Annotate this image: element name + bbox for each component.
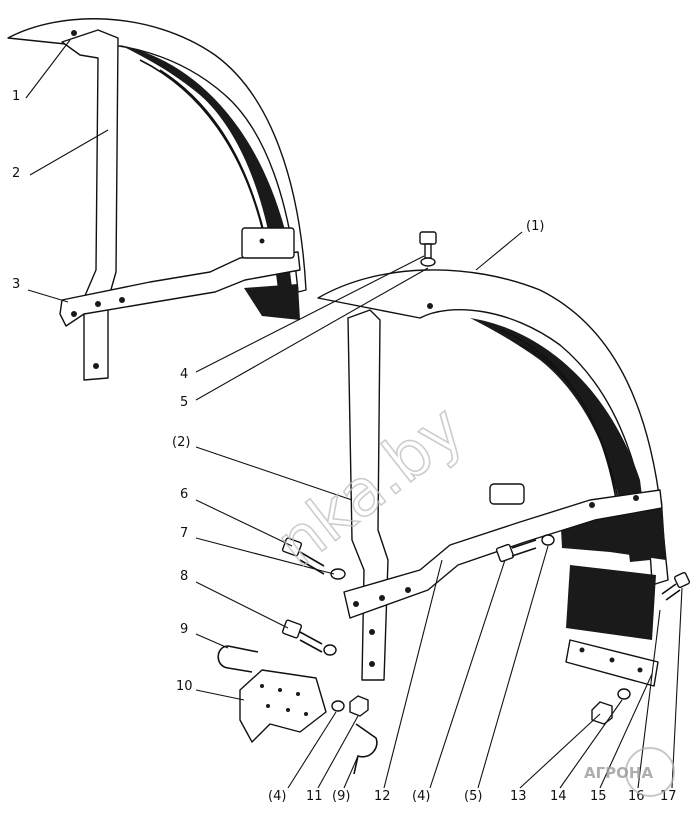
washer-7 [330, 568, 346, 580]
callout-14: 14 [550, 789, 567, 804]
callout-5-ref: (5) [464, 789, 482, 804]
small-fender-vertical-bracket [61, 29, 119, 381]
washer-b4 [331, 700, 345, 712]
callout-13: 13 [510, 789, 527, 804]
callout-2: 2 [12, 166, 20, 181]
bolt-8 [281, 619, 323, 653]
callout-15: 15 [590, 789, 607, 804]
flap-strip [565, 639, 659, 687]
large-fender-assembly [317, 231, 669, 681]
callout-2-ref: (2) [172, 435, 190, 450]
callout-labels: 1 2 3 4 5 (2) (1) 6 7 8 9 10 (4) 11 (9) … [12, 89, 677, 804]
small-fender-clamp [241, 227, 295, 259]
bolt-6 [281, 537, 325, 575]
callout-1: 1 [12, 89, 20, 104]
callout-10: 10 [176, 679, 193, 694]
callout-9: 9 [180, 622, 188, 637]
u-bolt-9 [217, 645, 259, 673]
small-fender-lower-skirt [244, 284, 300, 320]
small-fender-assembly [7, 18, 307, 381]
large-fender-horizontal-bracket [343, 489, 663, 619]
washer-b5 [541, 534, 555, 546]
top-bolt [419, 231, 437, 267]
callout-1-ref: (1) [526, 219, 544, 234]
logo-text: АГРОНА [584, 764, 653, 782]
plate-10 [239, 669, 327, 743]
u-bolt-9-lower [353, 723, 378, 775]
small-fender-horizontal-bracket [59, 251, 301, 327]
callout-16: 16 [628, 789, 645, 804]
callout-8: 8 [180, 569, 188, 584]
callout-11: 11 [306, 789, 323, 804]
callout-12: 12 [374, 789, 391, 804]
agrona-logo: АГРОНА [584, 747, 675, 797]
leader-lines [25, 39, 683, 789]
callout-5: 5 [180, 395, 188, 410]
washer-14 [617, 688, 631, 700]
nut-11 [349, 695, 369, 717]
callout-4-ref-b: (4) [412, 789, 430, 804]
callout-4: 4 [180, 367, 188, 382]
callout-4-ref-a: (4) [268, 789, 286, 804]
callout-9-ref: (9) [332, 789, 350, 804]
washer-8 [323, 644, 337, 656]
bolt-17 [661, 571, 691, 601]
callout-3: 3 [12, 277, 20, 292]
bolt-b4 [495, 539, 537, 563]
nut-13 [591, 701, 613, 725]
callout-6: 6 [180, 487, 188, 502]
callout-7: 7 [180, 526, 188, 541]
large-fender-handle [489, 483, 525, 505]
rubber-flap [566, 565, 656, 640]
small-fender-shell [7, 18, 307, 293]
callout-17: 17 [660, 789, 677, 804]
mud-flap-parts [565, 565, 659, 687]
